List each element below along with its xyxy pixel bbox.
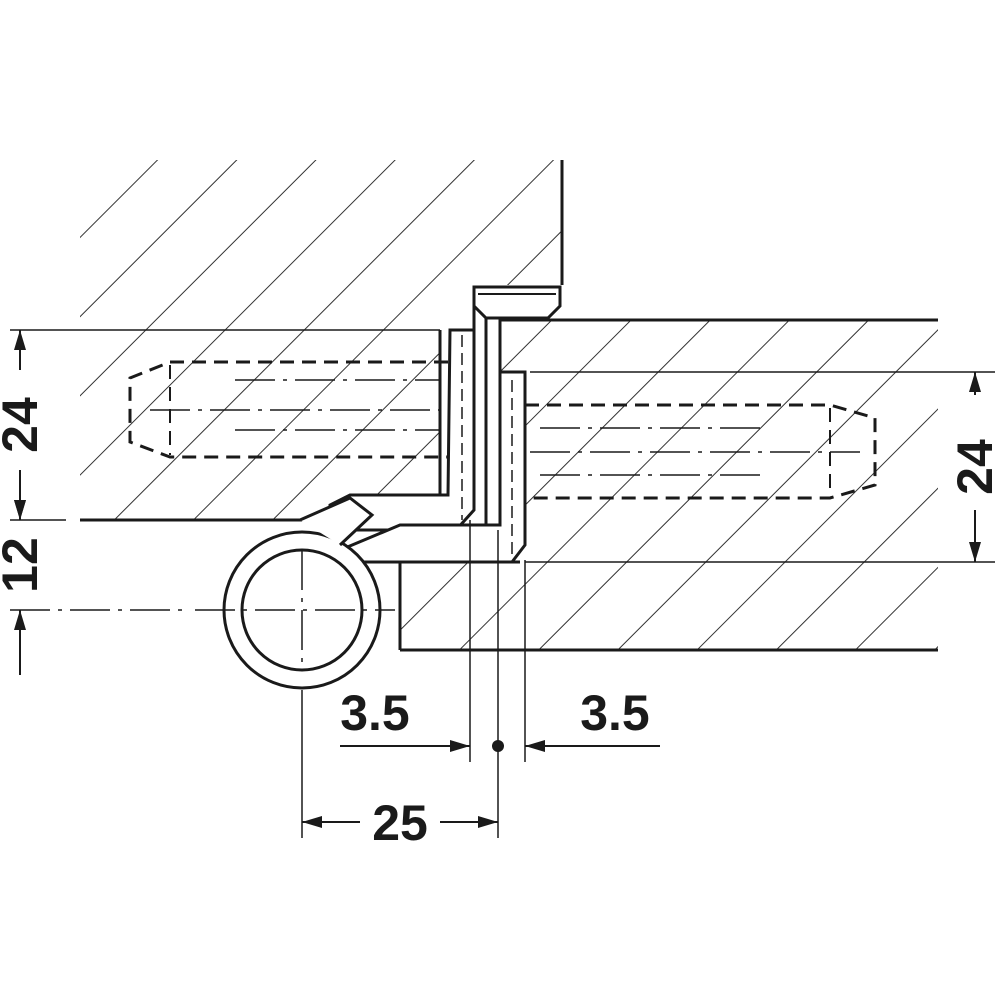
dim-offset-left: 3.5 [340, 685, 410, 741]
dim-left-upper: 24 [0, 397, 48, 453]
dim-left-lower: 12 [0, 537, 48, 593]
extension-lines [10, 329, 995, 838]
dimension-arrows [14, 330, 981, 828]
dim-knuckle-distance: 25 [372, 795, 428, 851]
dim-right: 24 [947, 439, 1000, 495]
hidden-pockets [128, 335, 877, 560]
dim-offset-right: 3.5 [580, 685, 650, 741]
reference-point [492, 740, 504, 752]
